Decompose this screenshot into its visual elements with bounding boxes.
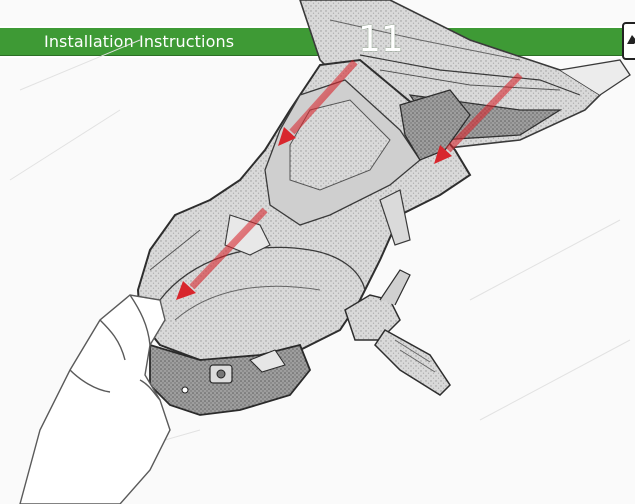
fender-body <box>138 60 470 360</box>
corner-badge <box>622 22 635 60</box>
step-number: 11 <box>358 20 404 60</box>
hand <box>20 295 170 504</box>
motorcycle-icon <box>626 32 635 46</box>
